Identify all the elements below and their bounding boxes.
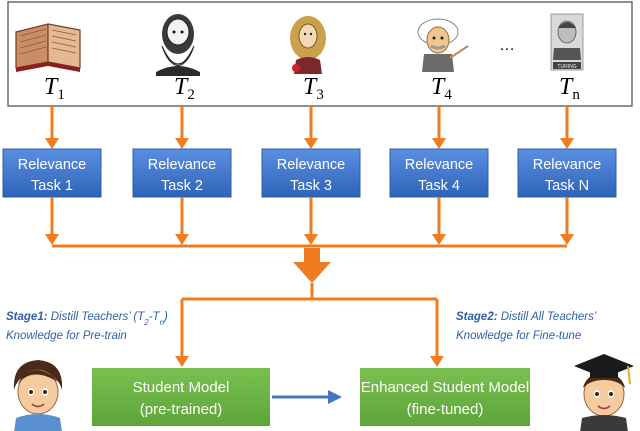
stage1-label-line2: Knowledge for Pre-train xyxy=(6,330,127,342)
ellipsis-text: … xyxy=(499,37,515,54)
einstein-portrait-icon xyxy=(417,18,469,72)
task-box-line2: Task 2 xyxy=(161,178,203,194)
svg-text:TURING: TURING xyxy=(557,64,576,70)
task-to-merge-arrowhead xyxy=(304,234,318,245)
graduate-avatar-icon xyxy=(574,354,634,431)
enhanced-model-box xyxy=(360,368,530,426)
task-to-merge-arrowhead xyxy=(175,234,189,245)
teacher-label: T2 xyxy=(174,74,195,103)
task-box-line2: Task 4 xyxy=(418,178,460,194)
task-box-line1: Relevance xyxy=(148,157,217,173)
stage1-arrow-head xyxy=(175,356,189,367)
task-box-line1: Relevance xyxy=(277,157,346,173)
student-model-box xyxy=(92,368,270,426)
teacher-to-task-arrowhead xyxy=(432,138,446,149)
student-model-title: Student Model xyxy=(133,379,230,396)
task-box-line2: Task N xyxy=(545,178,589,194)
teacher-to-task-arrowhead xyxy=(175,138,189,149)
teacher-to-task-arrowhead xyxy=(304,138,318,149)
enhanced-model-title: Enhanced Student Model xyxy=(361,379,529,396)
book-icon xyxy=(15,23,81,72)
task-box-line1: Relevance xyxy=(405,157,474,173)
teacher-to-task-arrowhead xyxy=(560,138,574,149)
stage2-arrow-head xyxy=(430,356,444,367)
merge-arrow xyxy=(293,248,331,283)
teacher-to-task-arrowhead xyxy=(45,138,59,149)
teacher-label: Tn xyxy=(559,74,580,103)
progress-arrow-head xyxy=(328,390,342,404)
teacher-label: T4 xyxy=(431,74,452,103)
teacher-label: T3 xyxy=(303,74,324,103)
newton-portrait-icon xyxy=(290,16,326,74)
enhanced-model-subtitle: (fine-tuned) xyxy=(407,401,484,418)
stage2-label: Stage2: Distill All Teachers’ xyxy=(456,311,597,323)
task-box-line1: Relevance xyxy=(18,157,87,173)
turing-portrait-icon: TURING xyxy=(550,13,584,71)
task-to-merge-arrowhead xyxy=(45,234,59,245)
task-to-merge-arrowhead xyxy=(432,234,446,245)
task-to-merge-arrowhead xyxy=(560,234,574,245)
task-box-line2: Task 3 xyxy=(290,178,332,194)
stage2-label-line2: Knowledge for Fine-tune xyxy=(456,330,581,342)
student-avatar-icon xyxy=(13,360,63,431)
task-box-line2: Task 1 xyxy=(31,178,73,194)
task-box-line1: Relevance xyxy=(533,157,602,173)
student-model-subtitle: (pre-trained) xyxy=(140,401,223,418)
teacher-label: T1 xyxy=(44,74,65,103)
darwin-portrait-icon xyxy=(156,14,200,76)
stage1-label: Stage1: Distill Teachers’ (T2-Tn) xyxy=(6,311,168,327)
